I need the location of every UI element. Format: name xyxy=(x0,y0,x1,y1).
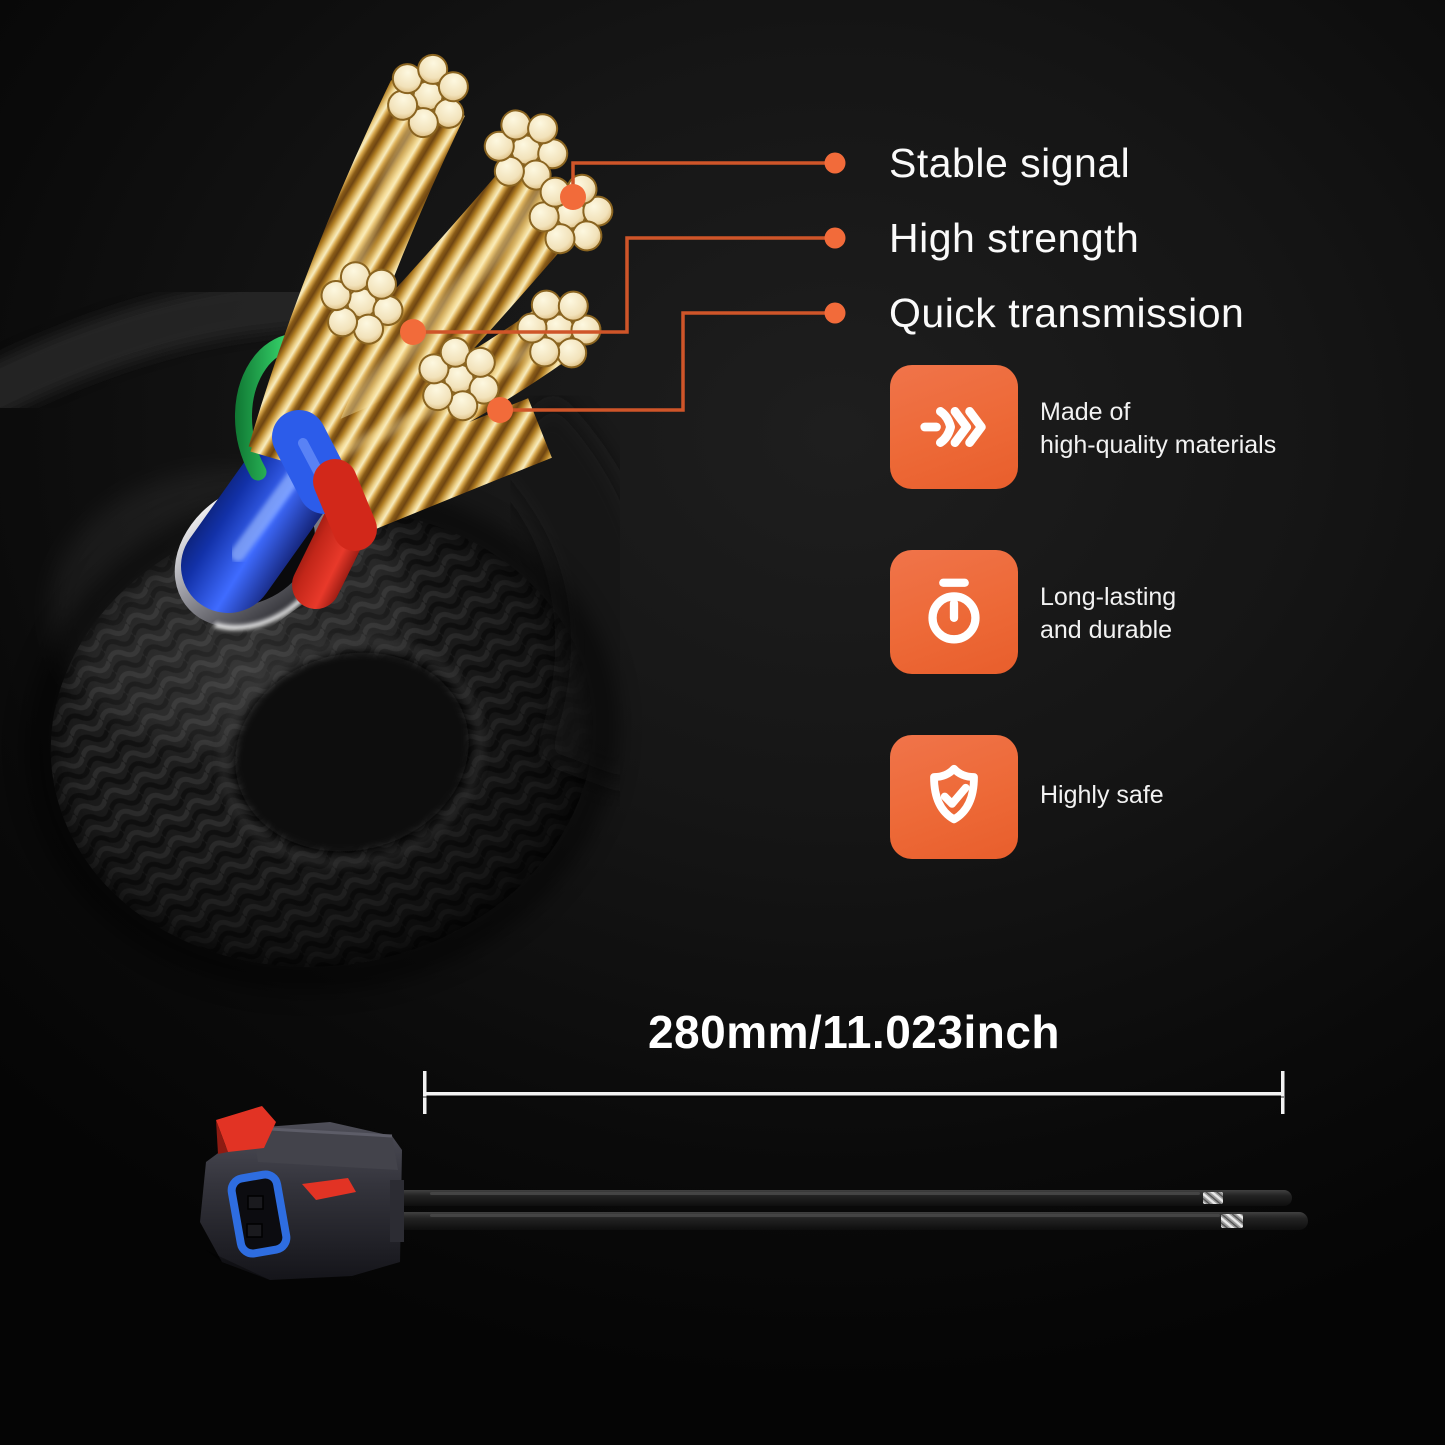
callout-dot-1 xyxy=(560,184,586,210)
shield-check-icon xyxy=(930,764,978,824)
badge-safety xyxy=(890,735,1018,859)
badge-materials xyxy=(890,365,1018,489)
benefit-line: Made of xyxy=(1040,398,1131,426)
feature-bullet-2 xyxy=(824,227,846,249)
measurement-label: 280mm/11.023inch xyxy=(647,1006,1061,1058)
connector-terminal-2 xyxy=(246,1223,263,1238)
connector-red-clip xyxy=(216,1106,276,1152)
connector-blue-seal xyxy=(227,1170,291,1258)
callout-dot-3 xyxy=(487,397,513,423)
benefit-line: high-quality materials xyxy=(1040,431,1277,459)
callout-line-2 xyxy=(413,236,833,334)
connector-red-latch xyxy=(302,1178,356,1200)
dimension-line xyxy=(423,1071,1285,1114)
feature-label-quick-transmission: Quick transmission xyxy=(889,290,1245,336)
speed-icon xyxy=(920,407,986,447)
benefit-text-durability: Long-lasting and durable xyxy=(1040,581,1176,647)
stopwatch-icon xyxy=(928,578,980,644)
dimension-bar xyxy=(423,1092,1284,1096)
wire-1-exposed-braid xyxy=(1203,1192,1223,1204)
badge-durability xyxy=(890,550,1018,674)
connector-terminal-1 xyxy=(247,1195,264,1210)
callout-annotations xyxy=(400,152,846,423)
loop-hole xyxy=(235,652,469,852)
feature-bullet-1 xyxy=(824,152,846,174)
pigtail-wires xyxy=(375,1190,1308,1230)
feature-bullet-3 xyxy=(824,302,846,324)
benefit-text-materials: Made of high-quality materials xyxy=(1040,396,1276,462)
feature-label-stable-signal: Stable signal xyxy=(889,140,1131,186)
wire-harness-connector xyxy=(200,1106,404,1280)
callout-line-1 xyxy=(571,161,833,197)
callout-line-3 xyxy=(500,311,833,412)
wire-2-exposed-braid xyxy=(1221,1214,1243,1228)
red-insulation-ring xyxy=(313,459,377,551)
background-cable xyxy=(0,276,319,418)
benefit-line: Long-lasting xyxy=(1040,583,1177,611)
benefit-line: Highly safe xyxy=(1040,781,1164,809)
benefit-line: and durable xyxy=(1040,616,1173,644)
benefit-text-safety: Highly safe xyxy=(1040,779,1164,812)
callout-dot-2 xyxy=(400,319,426,345)
feature-label-high-strength: High strength xyxy=(889,215,1140,261)
